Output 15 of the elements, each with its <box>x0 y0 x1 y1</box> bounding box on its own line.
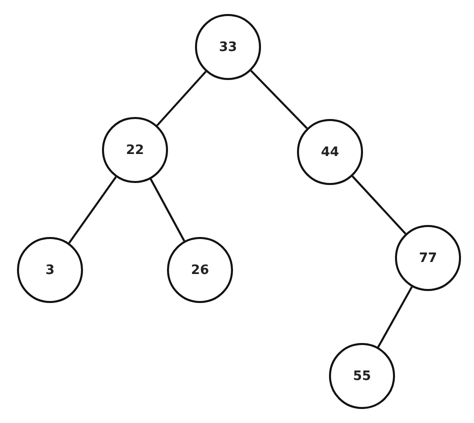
connector-line <box>352 176 406 234</box>
tree-node-circle <box>395 225 461 291</box>
node-value: 55 <box>352 368 372 384</box>
node-value: 44 <box>320 144 340 160</box>
connector-line <box>150 178 186 242</box>
node-value: 22 <box>126 142 144 158</box>
tree-node-circle <box>297 119 363 185</box>
node-value: 33 <box>218 40 238 54</box>
node-value: 26 <box>190 262 210 278</box>
connector-line <box>156 70 207 126</box>
connector-line <box>250 70 308 130</box>
connector-line <box>377 286 413 348</box>
node-value: 77 <box>418 250 438 266</box>
node-value: 3 <box>45 262 55 278</box>
connector-line <box>68 176 117 244</box>
